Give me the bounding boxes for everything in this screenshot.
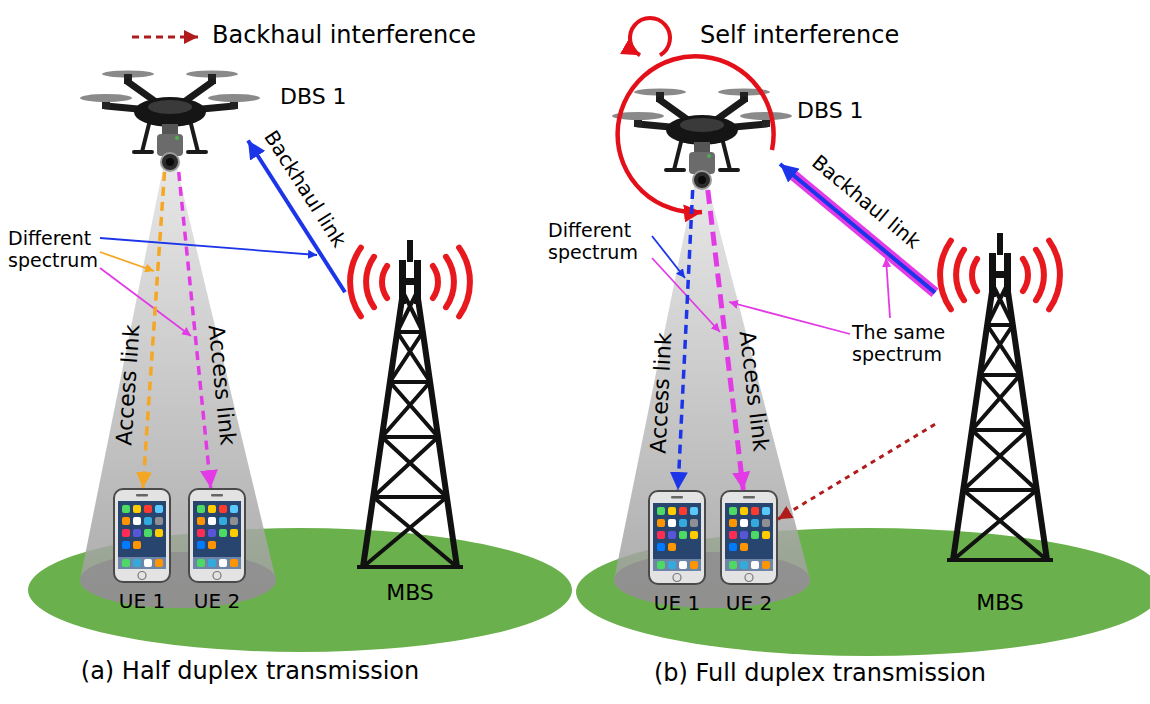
node-label: MBS <box>386 580 434 605</box>
phone-icon <box>189 489 245 582</box>
macro-base-station: MBS <box>935 215 1065 565</box>
leader-arrow <box>100 238 317 255</box>
link-label: Backhaul link <box>260 127 351 252</box>
leader-arrow <box>652 236 685 278</box>
ground-area <box>576 528 1150 656</box>
leader-arrow <box>652 258 720 332</box>
legend-entry: Self interference <box>700 22 899 50</box>
legend-entry: Backhaul interference <box>212 22 476 50</box>
link-label: Access link <box>734 330 773 453</box>
user-equipment: UE 2 <box>188 488 246 583</box>
legend-label: Backhaul interference <box>212 21 476 49</box>
leader-arrow <box>729 302 850 334</box>
legend-label: Self interference <box>700 21 899 49</box>
coverage-footprint <box>614 552 810 608</box>
node-label: DBS 1 <box>280 84 347 109</box>
phone-icon <box>721 491 777 584</box>
node-label: UE 1 <box>654 592 700 615</box>
drone-icon <box>612 89 792 190</box>
coverage-cone <box>80 168 276 608</box>
backhaul-interference <box>778 424 935 519</box>
coverage-footprint <box>80 552 276 608</box>
link-label: Access link <box>111 324 145 447</box>
phone-icon <box>114 489 170 582</box>
drone-base-station: DBS 1 <box>624 84 780 190</box>
macro-base-station: MBS <box>345 222 475 572</box>
user-equipment: UE 2 <box>720 490 778 585</box>
self-interference-loop <box>618 56 774 212</box>
node-label: DBS 1 <box>797 98 864 123</box>
tower-icon <box>940 233 1060 560</box>
node-label: UE 1 <box>119 590 165 613</box>
phone-icon <box>649 491 705 584</box>
link-label: Access link <box>645 332 676 454</box>
legend-dashed-arrow <box>132 36 198 39</box>
leader-arrow <box>100 252 154 271</box>
tower-icon <box>350 240 470 567</box>
node-label: UE 2 <box>726 592 772 615</box>
access-link <box>678 190 693 490</box>
leader-arrow <box>886 258 890 318</box>
user-equipment: UE 1 <box>113 488 171 583</box>
subfigure-caption: (a) Half duplex transmission <box>30 658 470 686</box>
subfigure-caption: (b) Full duplex transmission <box>600 660 1040 688</box>
ground-area <box>28 528 572 652</box>
annotation-label: Different spectrum <box>8 228 116 272</box>
drone-icon <box>80 71 260 172</box>
annotation-label: The same spectrum <box>852 322 960 366</box>
drone-base-station: DBS 1 <box>92 66 248 172</box>
node-label: UE 2 <box>194 590 240 613</box>
link-label: Backhaul link <box>808 150 925 253</box>
access-link <box>143 172 165 488</box>
node-label: MBS <box>976 590 1024 615</box>
coverage-cone <box>614 186 810 608</box>
legend-loop-arrow <box>630 18 670 55</box>
user-equipment: UE 1 <box>648 490 706 585</box>
leader-arrow <box>100 268 191 336</box>
link-label: Access link <box>204 323 241 446</box>
annotation-label: Different spectrum <box>548 220 656 264</box>
